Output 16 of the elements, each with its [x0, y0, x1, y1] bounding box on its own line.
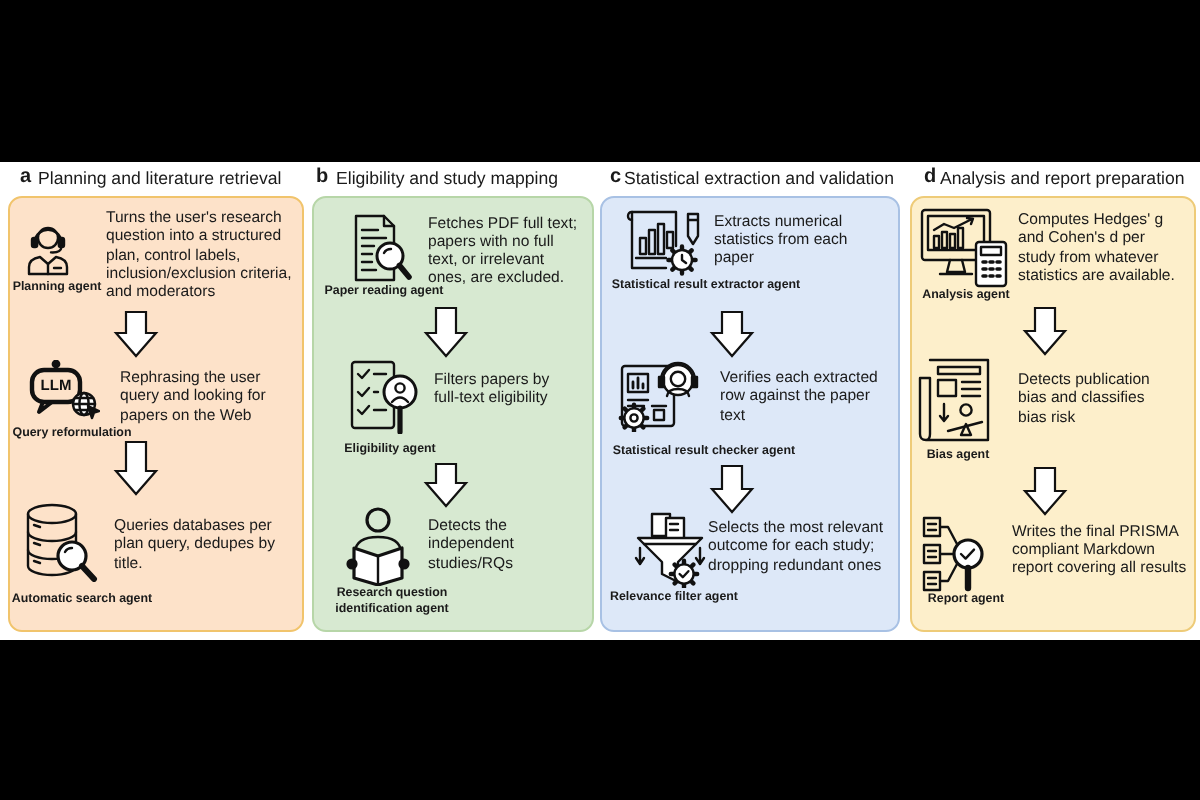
panel-letter: a: [20, 166, 32, 190]
block-arrow: [1022, 306, 1068, 356]
block-arrow: [709, 464, 755, 514]
block-arrow: [1022, 466, 1068, 516]
panel-heading: Analysis and report preparation: [940, 166, 1185, 190]
panel-heading: Statistical extraction and validation: [624, 166, 894, 190]
block-arrow: [423, 462, 469, 508]
panel-letter: c: [610, 166, 622, 190]
block-arrow: [113, 310, 159, 358]
block-arrow: [423, 306, 469, 358]
panel-letter: d: [924, 166, 937, 190]
block-arrow: [709, 310, 755, 358]
panel-letter: b: [316, 166, 329, 190]
block-arrow: [113, 440, 159, 496]
panel-heading: Planning and literature retrieval: [38, 166, 282, 190]
panel-heading: Eligibility and study mapping: [336, 166, 559, 190]
